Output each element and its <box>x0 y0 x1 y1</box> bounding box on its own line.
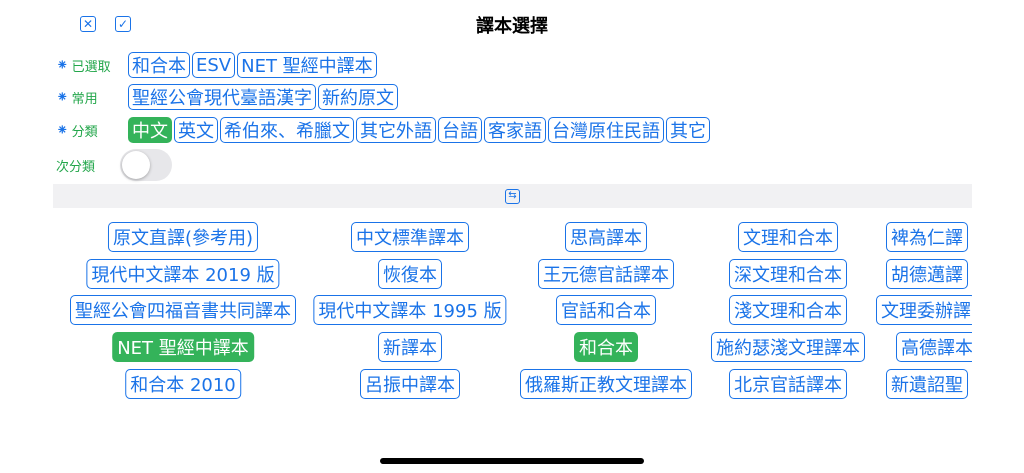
confirm-button[interactable]: ✓ <box>115 16 131 32</box>
selected-chip[interactable]: NET 聖經中譯本 <box>237 52 377 78</box>
version-option[interactable]: 新遺詔聖 <box>886 369 968 399</box>
version-option[interactable]: 呂振中譯本 <box>360 369 460 399</box>
version-grid: 原文直譯(參考用) 現代中文譯本 2019 版聖經公會四福音書共同譯本 NET 聖經… <box>0 222 972 402</box>
common-row: ⁕ 常用 聖經公會現代臺語漢字新約原文 <box>56 83 400 111</box>
version-option[interactable]: 和合本 <box>574 332 638 362</box>
version-option[interactable]: 文理和合本 <box>738 222 838 252</box>
version-option[interactable]: 新譯本 <box>378 332 442 362</box>
version-option[interactable]: NET 聖經中譯本 <box>112 332 254 362</box>
swap-bar: ⇆ <box>53 184 972 208</box>
selected-chip[interactable]: ESV <box>192 52 236 78</box>
common-label-group: ⁕ 常用 <box>56 88 128 107</box>
version-option[interactable]: 聖經公會四福音書共同譯本 <box>70 295 296 325</box>
common-label: 常用 <box>71 91 98 107</box>
category-label-group: ⁕ 分類 <box>56 121 128 140</box>
selected-label: 已選取 <box>71 59 111 75</box>
version-option[interactable]: 王元德官話譯本 <box>538 259 674 289</box>
category-chip[interactable]: 台灣原住民語 <box>548 117 664 143</box>
subcategory-row: 次分類 <box>56 148 172 182</box>
version-option[interactable]: 和合本 2010 <box>125 369 241 399</box>
sparkle-icon: ⁕ <box>56 56 69 74</box>
category-label: 分類 <box>71 124 98 140</box>
category-chip[interactable]: 台語 <box>438 117 482 143</box>
version-option[interactable]: 北京官話譯本 <box>729 369 847 399</box>
toggle-knob <box>122 151 150 179</box>
version-option[interactable]: 中文標準譯本 <box>351 222 469 252</box>
home-indicator <box>380 458 644 464</box>
version-option[interactable]: 原文直譯(參考用) <box>107 222 259 252</box>
version-option[interactable]: 胡德邁譯 <box>886 259 968 289</box>
category-chip-list: 中文英文希伯來、希臘文其它外語台語客家語台灣原住民語其它 <box>128 117 712 143</box>
checkmark-icon: ✓ <box>117 17 129 31</box>
category-chip[interactable]: 英文 <box>174 117 218 143</box>
selected-label-group: ⁕ 已選取 <box>56 56 128 75</box>
close-button[interactable]: ✕ <box>80 16 96 32</box>
subcategory-toggle[interactable] <box>120 149 172 181</box>
category-chip[interactable]: 其它 <box>666 117 710 143</box>
version-option[interactable]: 文理委辦譯 <box>876 295 972 325</box>
version-option[interactable]: 俄羅斯正教文理譯本 <box>520 369 692 399</box>
sparkle-icon: ⁕ <box>56 88 69 106</box>
category-chip[interactable]: 客家語 <box>484 117 546 143</box>
version-option[interactable]: 現代中文譯本 1995 版 <box>313 295 507 325</box>
version-option[interactable]: 恢復本 <box>378 259 442 289</box>
version-option[interactable]: 高德譯本 <box>896 332 972 362</box>
version-option[interactable]: 思高譯本 <box>565 222 647 252</box>
version-option[interactable]: 淺文理和合本 <box>729 295 847 325</box>
category-chip[interactable]: 其它外語 <box>356 117 436 143</box>
category-chip[interactable]: 中文 <box>128 117 172 143</box>
category-chip[interactable]: 希伯來、希臘文 <box>220 117 354 143</box>
common-chip[interactable]: 新約原文 <box>318 84 398 110</box>
subcategory-label: 次分類 <box>56 159 96 175</box>
version-option[interactable]: 深文理和合本 <box>729 259 847 289</box>
category-row: ⁕ 分類 中文英文希伯來、希臘文其它外語台語客家語台灣原住民語其它 <box>56 116 712 144</box>
common-chip-list: 聖經公會現代臺語漢字新約原文 <box>128 84 400 110</box>
common-chip[interactable]: 聖經公會現代臺語漢字 <box>128 84 316 110</box>
version-option[interactable]: 施約瑟淺文理譯本 <box>711 332 865 362</box>
swap-icon[interactable]: ⇆ <box>505 188 520 204</box>
selected-chip[interactable]: 和合本 <box>128 52 190 78</box>
version-option[interactable]: 官話和合本 <box>556 295 656 325</box>
page-title: 譯本選擇 <box>476 16 548 37</box>
close-icon: ✕ <box>82 17 94 31</box>
version-option[interactable]: 裨為仁譯 <box>886 222 968 252</box>
sparkle-icon: ⁕ <box>56 121 69 139</box>
version-option[interactable]: 現代中文譯本 2019 版 <box>86 259 280 289</box>
